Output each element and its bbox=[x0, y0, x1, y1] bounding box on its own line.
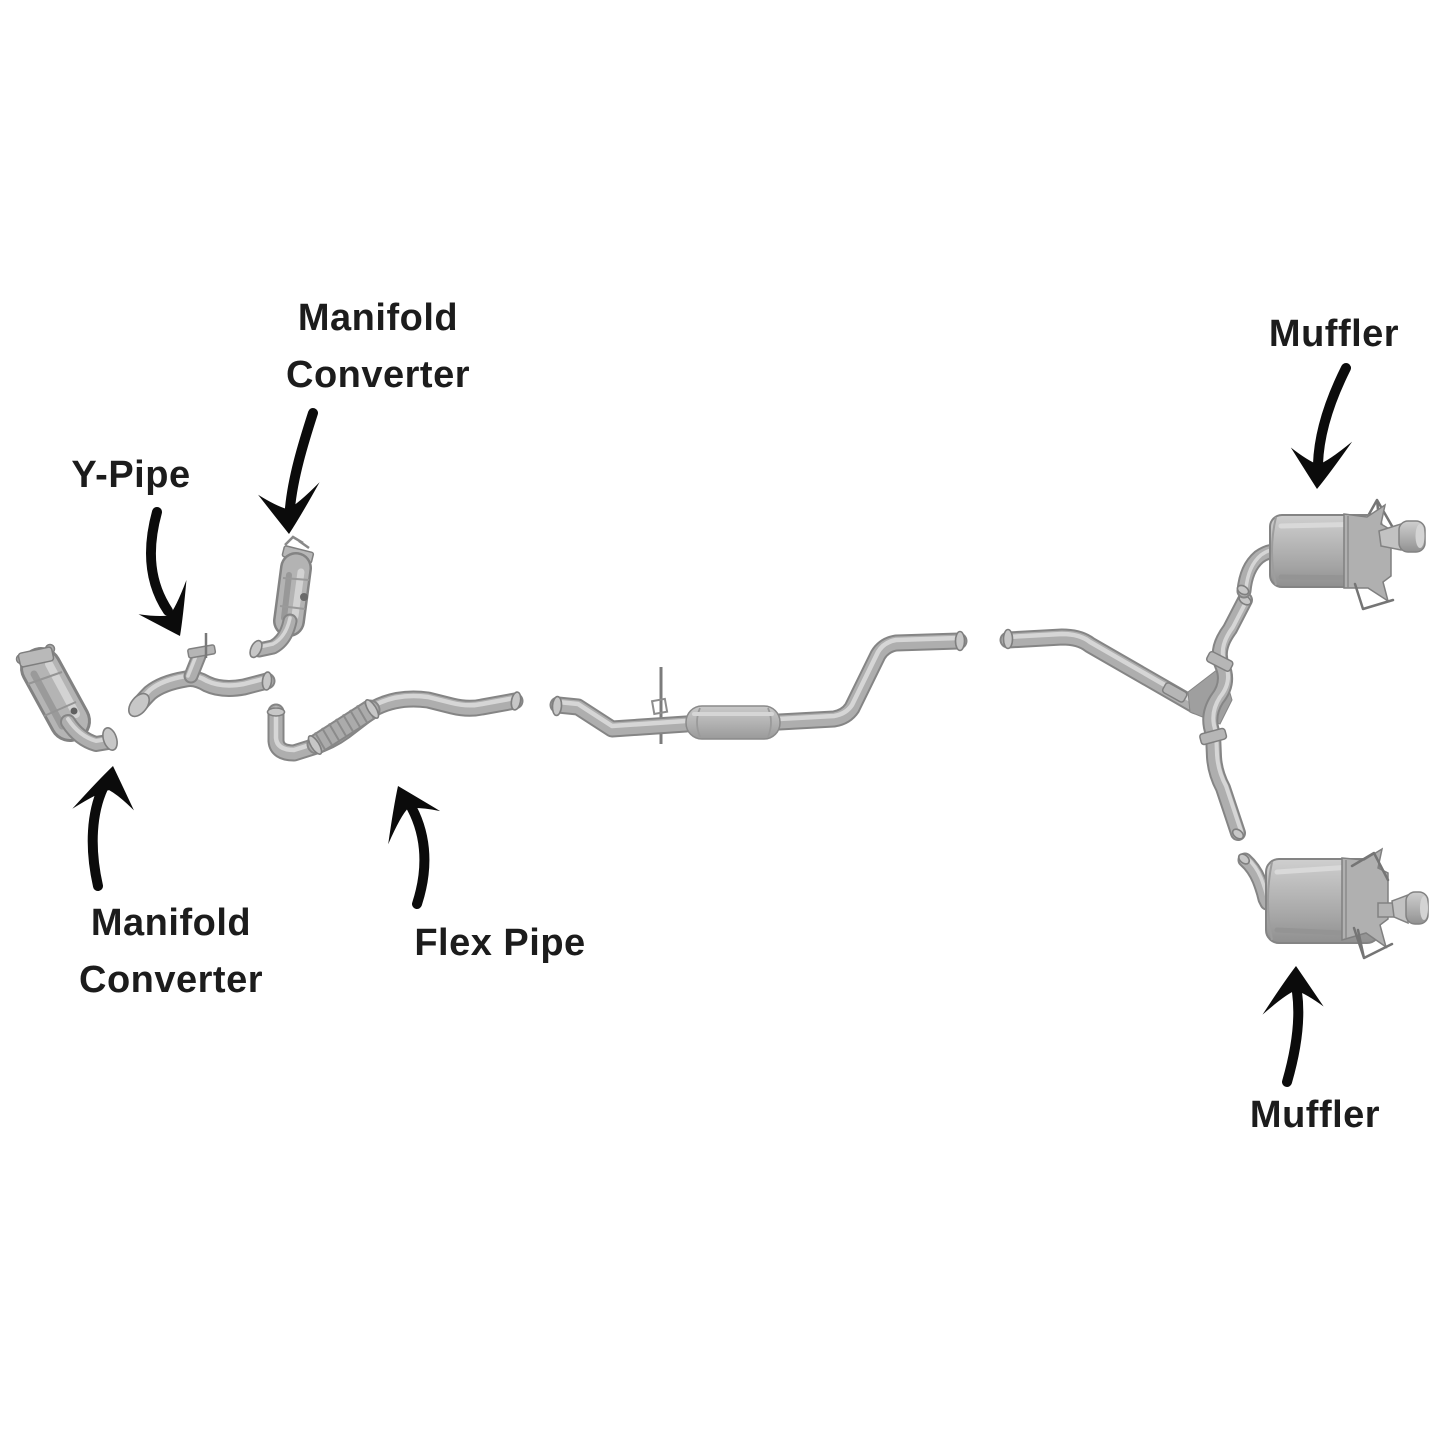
label-line: Converter bbox=[286, 354, 470, 396]
annotation-arrows bbox=[72, 363, 1353, 1087]
muffler-end-skirt bbox=[1343, 503, 1392, 603]
muffler-end-skirt bbox=[1341, 847, 1389, 949]
hanger-bracket bbox=[650, 697, 669, 716]
arrow-muffler-bottom bbox=[1262, 962, 1329, 1087]
label-muffler-top: Muffler bbox=[1269, 306, 1399, 363]
exhaust-tip-cone bbox=[1378, 522, 1402, 551]
label-line: Manifold bbox=[90, 902, 252, 944]
label-manifold-converter-top: Manifold Converter bbox=[286, 290, 470, 404]
label-line: Y-Pipe bbox=[71, 454, 191, 496]
flex-pipe-part bbox=[266, 691, 522, 756]
rear-y-split-pipe-part bbox=[1004, 593, 1253, 841]
manifold-converter-top-part bbox=[249, 535, 315, 659]
oxygen-sensor-boss bbox=[70, 707, 78, 715]
resonator bbox=[685, 705, 781, 740]
muffler-bottom-part bbox=[1237, 847, 1429, 960]
intermediate-pipe-resonator-part bbox=[552, 630, 965, 744]
label-muffler-bottom: Muffler bbox=[1250, 1087, 1380, 1144]
label-manifold-converter-bottom: Manifold Converter bbox=[79, 895, 263, 1009]
muffler-top-part bbox=[1236, 498, 1426, 611]
manifold-converter-left-part bbox=[15, 643, 118, 752]
label-line: Converter bbox=[79, 959, 263, 1001]
y-pipe-part bbox=[128, 633, 273, 718]
arrow-manifold-converter-top bbox=[255, 408, 320, 536]
hanger-wire bbox=[1353, 582, 1395, 611]
hanger-wire bbox=[1352, 926, 1394, 960]
arrow-y-pipe bbox=[133, 507, 204, 647]
label-flex-pipe: Flex Pipe bbox=[414, 915, 585, 972]
arrow-manifold-converter-bottom bbox=[72, 758, 145, 891]
flex-braid-section bbox=[306, 699, 381, 755]
arrow-muffler-top bbox=[1284, 363, 1353, 494]
label-line: Manifold bbox=[297, 297, 459, 339]
label-line: Muffler bbox=[1249, 1094, 1381, 1136]
hanger-wire bbox=[1350, 851, 1390, 882]
arrow-flex-pipe bbox=[372, 776, 445, 909]
oxygen-sensor-boss bbox=[300, 593, 308, 601]
label-y-pipe: Y-Pipe bbox=[71, 447, 190, 504]
label-line: Flex Pipe bbox=[414, 922, 586, 964]
label-line: Muffler bbox=[1268, 313, 1400, 355]
exhaust-tip-cone bbox=[1391, 893, 1409, 925]
